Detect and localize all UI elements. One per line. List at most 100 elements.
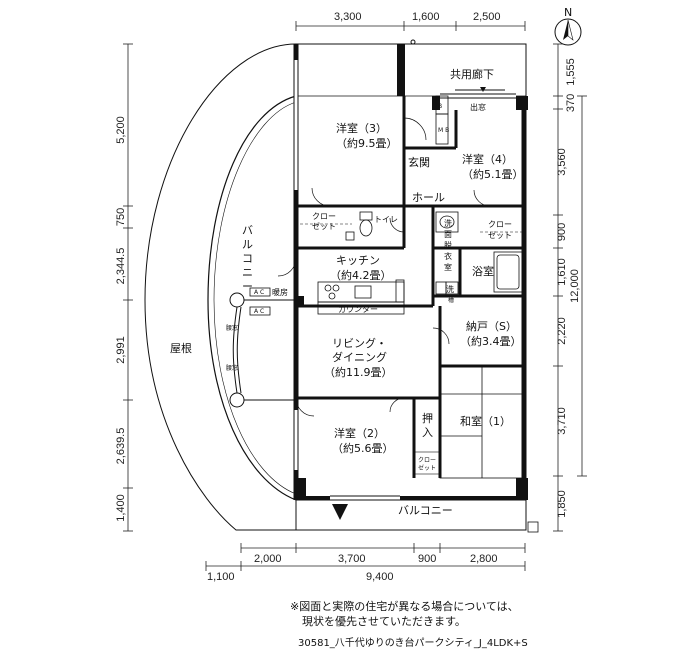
windows	[293, 60, 516, 501]
left-dimension	[123, 43, 133, 532]
room-kitchen-area: （約4.2畳）	[330, 268, 392, 282]
dim-left-2: 750	[115, 208, 127, 226]
dim-bottom-2: 3,700	[338, 553, 366, 565]
top-dimension	[295, 21, 526, 31]
dim-bottom-3: 900	[418, 553, 436, 565]
label-washroom-5: 室	[444, 262, 452, 272]
corridor-marker	[480, 87, 486, 92]
label-balcony-bottom: バルコニー	[398, 504, 453, 517]
label-toilet: トイレ	[374, 215, 398, 224]
label-balcony-side-2: ル	[242, 238, 253, 251]
bathtub	[493, 251, 523, 293]
dim-bottom-5: 1,100	[207, 571, 235, 583]
label-bath: 浴室	[472, 264, 494, 278]
dim-right-6: 2,220	[556, 317, 568, 345]
label-wash: 洗	[446, 284, 454, 294]
balcony-corner-fixture	[527, 521, 539, 533]
dim-top-3: 2,500	[473, 11, 501, 23]
room-storage-area: （約3.4畳）	[460, 334, 522, 348]
label-genkan: 玄関	[408, 155, 430, 169]
label-closet-b1: クロー	[488, 220, 512, 229]
label-sink-mark: 槽	[448, 296, 454, 304]
dim-left-4: 2,991	[115, 336, 127, 364]
label-washroom-1: 洗	[444, 218, 452, 228]
ac-units	[249, 287, 271, 316]
label-balcony-side-1: バ	[242, 224, 253, 237]
label-hall: ホール	[412, 191, 445, 204]
room-western4-name: 洋室（4）	[462, 152, 513, 166]
label-kosmado-top: 腰窓	[226, 324, 238, 332]
door-swings	[277, 117, 491, 417]
closet-details	[300, 223, 522, 475]
kitchen-counter	[317, 279, 405, 315]
dim-bottom-4: 2,800	[470, 553, 498, 565]
label-b: B	[438, 103, 442, 110]
label-balcony-side-3: コ	[242, 252, 253, 265]
label-roof: 屋根	[170, 341, 192, 355]
dim-top-2: 1,600	[412, 11, 440, 23]
label-closet-c1: クロー	[418, 457, 436, 464]
label-closet-b2: ゼット	[488, 230, 512, 240]
label-oshiire-2: 入	[422, 426, 433, 439]
toilet-fixture	[345, 211, 373, 241]
label-kosmado-bottom: 腰窓	[226, 364, 238, 372]
curved-glazing	[232, 299, 296, 401]
room-living-name2: ダイニング	[332, 350, 387, 364]
room-living-area: （約11.9畳）	[324, 365, 393, 379]
room-living-name1: リビング・	[332, 336, 387, 350]
label-closet-a2: ゼット	[312, 221, 336, 231]
disclaimer-line-1: ※図面と実際の住宅が異なる場合については、	[290, 600, 519, 613]
label-mb: M B	[438, 127, 449, 134]
dim-right-7: 3,710	[556, 407, 568, 435]
disclaimer-line-2: 現状を優先させていただきます。	[302, 615, 466, 628]
bottom-dimension	[205, 543, 526, 571]
dim-right-1: 1,555	[565, 58, 577, 86]
room-storage-name: 納戸（S）	[466, 320, 517, 333]
tatami-room	[439, 365, 525, 479]
north-compass: N	[554, 6, 582, 46]
room-western4-area: （約5.1畳）	[462, 167, 524, 181]
label-washroom-4: 衣	[444, 251, 452, 261]
washroom-sink	[435, 211, 459, 233]
room-western2-name: 洋室（2）	[334, 426, 385, 440]
dim-left-6: 1,400	[115, 494, 127, 522]
label-danro: 暖房	[272, 287, 288, 297]
dim-right-8: 1,850	[556, 490, 568, 518]
label-closet-a1: クロー	[312, 212, 336, 221]
label-ac-2: A C	[254, 308, 264, 315]
room-western2-area: （約5.6畳）	[332, 441, 394, 455]
label-demado: 出窓	[470, 102, 486, 112]
label-washroom-2: 面	[444, 230, 452, 239]
label-ac-1: A C	[254, 289, 264, 296]
label-washroom-3: 脱	[444, 240, 452, 250]
dim-right-3: 3,560	[556, 148, 568, 176]
label-balcony-side-5: ー	[242, 280, 253, 293]
right-dimension	[553, 43, 587, 532]
curved-roof-outline	[144, 43, 297, 531]
room-kitchen-name: キッチン	[336, 254, 380, 267]
dim-left-3: 2,344.5	[115, 248, 127, 285]
label-oshiire-1: 押	[422, 411, 433, 425]
north-label: N	[564, 6, 572, 19]
label-balcony-side-4: ニ	[242, 266, 253, 279]
dim-right-total: 12,000	[569, 269, 581, 303]
dim-bottom-6: 9,400	[366, 571, 394, 583]
dim-bottom-1: 2,000	[254, 553, 282, 565]
dim-right-2: 370	[565, 94, 577, 112]
utility-boxes	[435, 95, 459, 295]
label-corridor: 共用廊下	[450, 67, 494, 81]
dim-top-1: 3,300	[334, 11, 362, 23]
top-dot	[410, 39, 416, 45]
plan-caption: 30581_八千代ゆりのき台パークシティ_J_4LDK+S	[298, 638, 528, 649]
dim-left-1: 5,200	[115, 116, 127, 144]
room-western3-name: 洋室（3）	[336, 121, 387, 135]
label-counter: カウンター	[338, 305, 378, 314]
label-closet-c2: ゼット	[418, 464, 436, 472]
dim-right-4: 900	[556, 223, 568, 241]
entrance-marker	[332, 504, 348, 520]
room-western3-area: （約9.5畳）	[336, 136, 398, 150]
room-japanese-name: 和室（1）	[460, 414, 511, 428]
dim-right-5: 1,610	[556, 258, 568, 286]
dim-left-5: 2,639.5	[115, 428, 127, 465]
